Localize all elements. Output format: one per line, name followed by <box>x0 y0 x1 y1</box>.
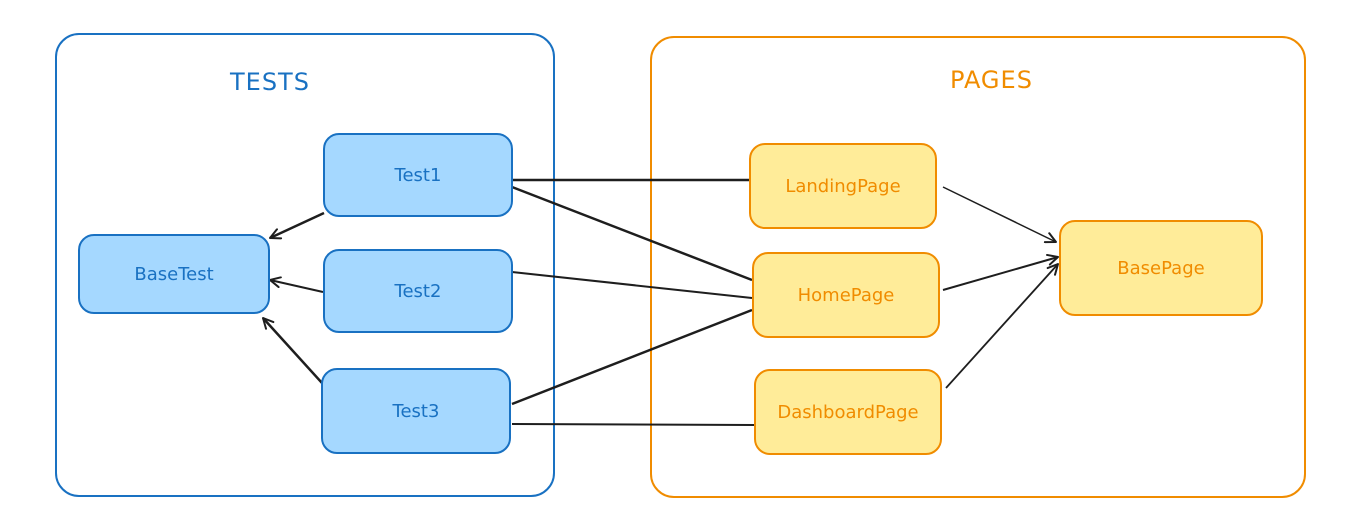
node-home-page-label: HomePage <box>797 284 895 306</box>
node-base-test-label: BaseTest <box>134 263 214 285</box>
node-test1-label: Test1 <box>394 164 442 186</box>
node-test1[interactable]: Test1 <box>323 133 513 217</box>
node-base-page-label: BasePage <box>1117 257 1205 279</box>
node-test2-label: Test2 <box>394 280 442 302</box>
pages-group-title: PAGES <box>950 66 1033 94</box>
node-base-page[interactable]: BasePage <box>1059 220 1263 316</box>
node-landing-page[interactable]: LandingPage <box>749 143 937 229</box>
tests-group-title: TESTS <box>230 68 310 96</box>
node-dashboard-page-label: DashboardPage <box>777 401 919 423</box>
node-home-page[interactable]: HomePage <box>752 252 940 338</box>
node-landing-page-label: LandingPage <box>785 175 901 197</box>
node-dashboard-page[interactable]: DashboardPage <box>754 369 942 455</box>
node-test3[interactable]: Test3 <box>321 368 511 454</box>
node-test3-label: Test3 <box>392 400 440 422</box>
node-base-test[interactable]: BaseTest <box>78 234 270 314</box>
node-test2[interactable]: Test2 <box>323 249 513 333</box>
